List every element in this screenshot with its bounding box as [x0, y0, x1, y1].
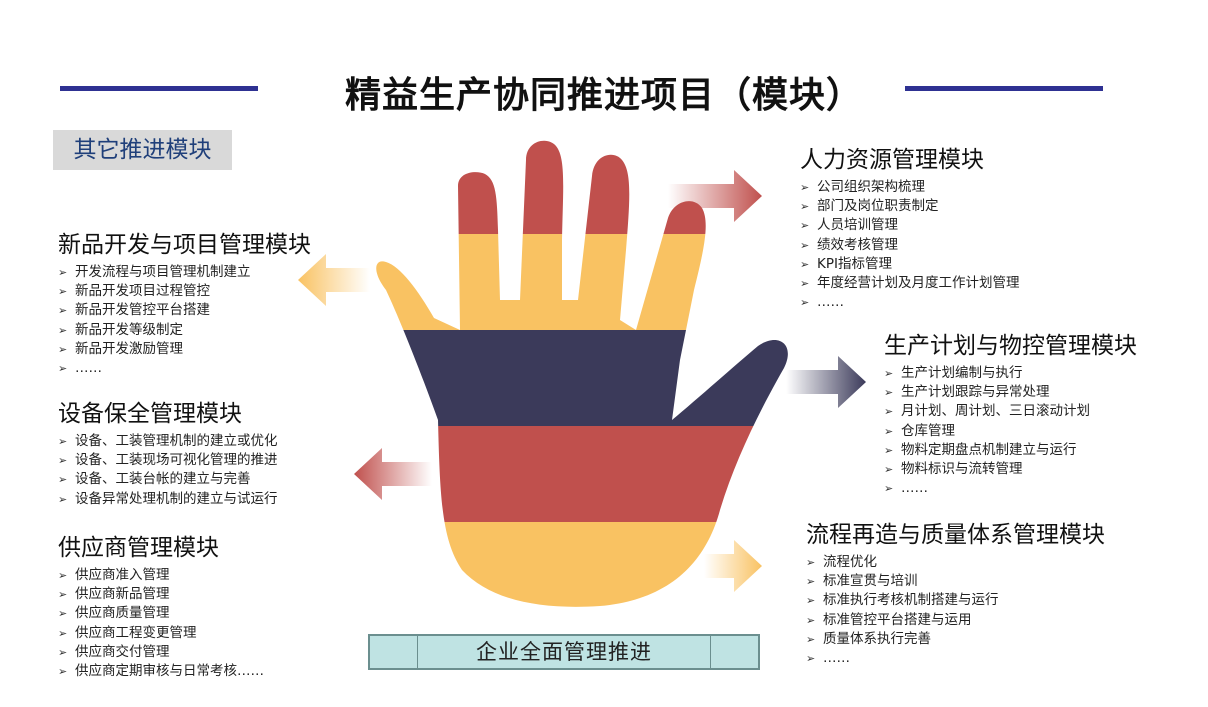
- bullet-arrow-icon: ➢: [884, 479, 901, 498]
- module-list: ➢公司组织架构梳理 ➢部门及岗位职责制定 ➢人员培训管理 ➢绩效考核管理 ➢KP…: [800, 178, 1020, 312]
- list-item: ➢供应商质量管理: [58, 604, 264, 623]
- module-list: ➢生产计划编制与执行 ➢生产计划跟踪与异常处理 ➢月计划、周计划、三日滚动计划 …: [884, 364, 1137, 498]
- enterprise-management-bar: 企业全面管理推进: [368, 634, 760, 670]
- band-yellow-top: [360, 234, 820, 330]
- module-process-quality: 流程再造与质量体系管理模块 ➢流程优化 ➢标准宣贯与培训 ➢标准执行考核机制搭建…: [806, 515, 1105, 668]
- bullet-arrow-icon: ➢: [58, 451, 75, 470]
- bullet-arrow-icon: ➢: [58, 263, 75, 282]
- module-list: ➢流程优化 ➢标准宣贯与培训 ➢标准执行考核机制搭建与运行 ➢标准管控平台搭建与…: [806, 553, 1105, 668]
- bullet-arrow-icon: ➢: [58, 470, 75, 489]
- bullet-arrow-icon: ➢: [806, 553, 823, 572]
- module-title: 供应商管理模块: [58, 528, 264, 562]
- list-item: ➢绩效考核管理: [800, 236, 1020, 255]
- bullet-arrow-icon: ➢: [806, 649, 823, 668]
- bullet-arrow-icon: ➢: [800, 197, 817, 216]
- list-item: ➢标准宣贯与培训: [806, 572, 1105, 591]
- list-item: ➢生产计划跟踪与异常处理: [884, 383, 1137, 402]
- bullet-arrow-icon: ➢: [800, 178, 817, 197]
- list-item: ➢新品开发管控平台搭建: [58, 301, 311, 320]
- bullet-arrow-icon: ➢: [58, 359, 75, 378]
- list-item: ➢质量体系执行完善: [806, 630, 1105, 649]
- bullet-arrow-icon: ➢: [58, 340, 75, 359]
- list-item: ➢新品开发等级制定: [58, 321, 311, 340]
- bullet-arrow-icon: ➢: [58, 490, 75, 509]
- list-item: ➢供应商交付管理: [58, 643, 264, 662]
- list-item: ➢人员培训管理: [800, 216, 1020, 235]
- list-item: ➢设备、工装台帐的建立与完善: [58, 470, 278, 489]
- band-navy: [360, 330, 820, 426]
- list-item: ➢生产计划编制与执行: [884, 364, 1137, 383]
- module-title: 设备保全管理模块: [58, 394, 278, 428]
- bullet-arrow-icon: ➢: [806, 591, 823, 610]
- module-supplier: 供应商管理模块 ➢供应商准入管理 ➢供应商新品管理 ➢供应商质量管理 ➢供应商工…: [58, 528, 264, 681]
- list-item: ➢开发流程与项目管理机制建立: [58, 263, 311, 282]
- bar-divider-right: [710, 636, 711, 668]
- bullet-arrow-icon: ➢: [58, 282, 75, 301]
- list-item: ➢新品开发项目过程管控: [58, 282, 311, 301]
- module-list: ➢开发流程与项目管理机制建立 ➢新品开发项目过程管控 ➢新品开发管控平台搭建 ➢…: [58, 263, 311, 378]
- bullet-arrow-icon: ➢: [884, 441, 901, 460]
- bullet-arrow-icon: ➢: [806, 572, 823, 591]
- list-item: ➢设备、工装管理机制的建立或优化: [58, 432, 278, 451]
- list-item: ➢设备、工装现场可视化管理的推进: [58, 451, 278, 470]
- module-hr: 人力资源管理模块 ➢公司组织架构梳理 ➢部门及岗位职责制定 ➢人员培训管理 ➢绩…: [800, 140, 1020, 312]
- list-item: ➢物料标识与流转管理: [884, 460, 1137, 479]
- list-item: ➢新品开发激励管理: [58, 340, 311, 359]
- list-item: ➢……: [800, 293, 1020, 312]
- bullet-arrow-icon: ➢: [884, 402, 901, 421]
- bullet-arrow-icon: ➢: [58, 585, 75, 604]
- list-item: ➢部门及岗位职责制定: [800, 197, 1020, 216]
- module-list: ➢设备、工装管理机制的建立或优化 ➢设备、工装现场可视化管理的推进 ➢设备、工装…: [58, 432, 278, 509]
- list-item: ➢供应商新品管理: [58, 585, 264, 604]
- list-item: ➢……: [58, 359, 311, 378]
- module-title: 新品开发与项目管理模块: [58, 225, 311, 259]
- bullet-arrow-icon: ➢: [884, 422, 901, 441]
- bullet-arrow-icon: ➢: [800, 236, 817, 255]
- arrow-to-production: [786, 356, 866, 408]
- bullet-arrow-icon: ➢: [58, 624, 75, 643]
- module-production: 生产计划与物控管理模块 ➢生产计划编制与执行 ➢生产计划跟踪与异常处理 ➢月计划…: [884, 326, 1137, 498]
- bullet-arrow-icon: ➢: [884, 383, 901, 402]
- bullet-arrow-icon: ➢: [884, 364, 901, 383]
- bullet-arrow-icon: ➢: [800, 293, 817, 312]
- bullet-arrow-icon: ➢: [806, 611, 823, 630]
- list-item: ➢公司组织架构梳理: [800, 178, 1020, 197]
- bullet-arrow-icon: ➢: [800, 216, 817, 235]
- list-item: ➢设备异常处理机制的建立与试运行: [58, 490, 278, 509]
- module-newproduct: 新品开发与项目管理模块 ➢开发流程与项目管理机制建立 ➢新品开发项目过程管控 ➢…: [58, 225, 311, 378]
- list-item: ➢供应商定期审核与日常考核……: [58, 662, 264, 681]
- bullet-arrow-icon: ➢: [806, 630, 823, 649]
- list-item: ➢仓库管理: [884, 422, 1137, 441]
- list-item: ➢KPI指标管理: [800, 255, 1020, 274]
- arrow-to-equipment: [354, 448, 432, 500]
- arrow-to-process: [704, 540, 762, 592]
- bullet-arrow-icon: ➢: [58, 566, 75, 585]
- list-item: ➢流程优化: [806, 553, 1105, 572]
- list-item: ➢月计划、周计划、三日滚动计划: [884, 402, 1137, 421]
- list-item: ➢供应商准入管理: [58, 566, 264, 585]
- module-title: 生产计划与物控管理模块: [884, 326, 1137, 360]
- bullet-arrow-icon: ➢: [800, 274, 817, 293]
- bar-label: 企业全面管理推进: [418, 636, 710, 668]
- bullet-arrow-icon: ➢: [800, 255, 817, 274]
- bullet-arrow-icon: ➢: [58, 662, 75, 681]
- bullet-arrow-icon: ➢: [58, 301, 75, 320]
- module-list: ➢供应商准入管理 ➢供应商新品管理 ➢供应商质量管理 ➢供应商工程变更管理 ➢供…: [58, 566, 264, 681]
- module-title: 流程再造与质量体系管理模块: [806, 515, 1105, 549]
- bullet-arrow-icon: ➢: [58, 604, 75, 623]
- list-item: ➢标准执行考核机制搭建与运行: [806, 591, 1105, 610]
- module-title: 人力资源管理模块: [800, 140, 1020, 174]
- list-item: ➢物料定期盘点机制建立与运行: [884, 441, 1137, 460]
- list-item: ➢……: [806, 649, 1105, 668]
- bullet-arrow-icon: ➢: [58, 643, 75, 662]
- bullet-arrow-icon: ➢: [884, 460, 901, 479]
- bullet-arrow-icon: ➢: [58, 321, 75, 340]
- list-item: ➢……: [884, 479, 1137, 498]
- list-item: ➢标准管控平台搭建与运用: [806, 611, 1105, 630]
- list-item: ➢供应商工程变更管理: [58, 624, 264, 643]
- module-equipment: 设备保全管理模块 ➢设备、工装管理机制的建立或优化 ➢设备、工装现场可视化管理的…: [58, 394, 278, 509]
- bullet-arrow-icon: ➢: [58, 432, 75, 451]
- band-red-top: [360, 130, 820, 234]
- list-item: ➢年度经营计划及月度工作计划管理: [800, 274, 1020, 293]
